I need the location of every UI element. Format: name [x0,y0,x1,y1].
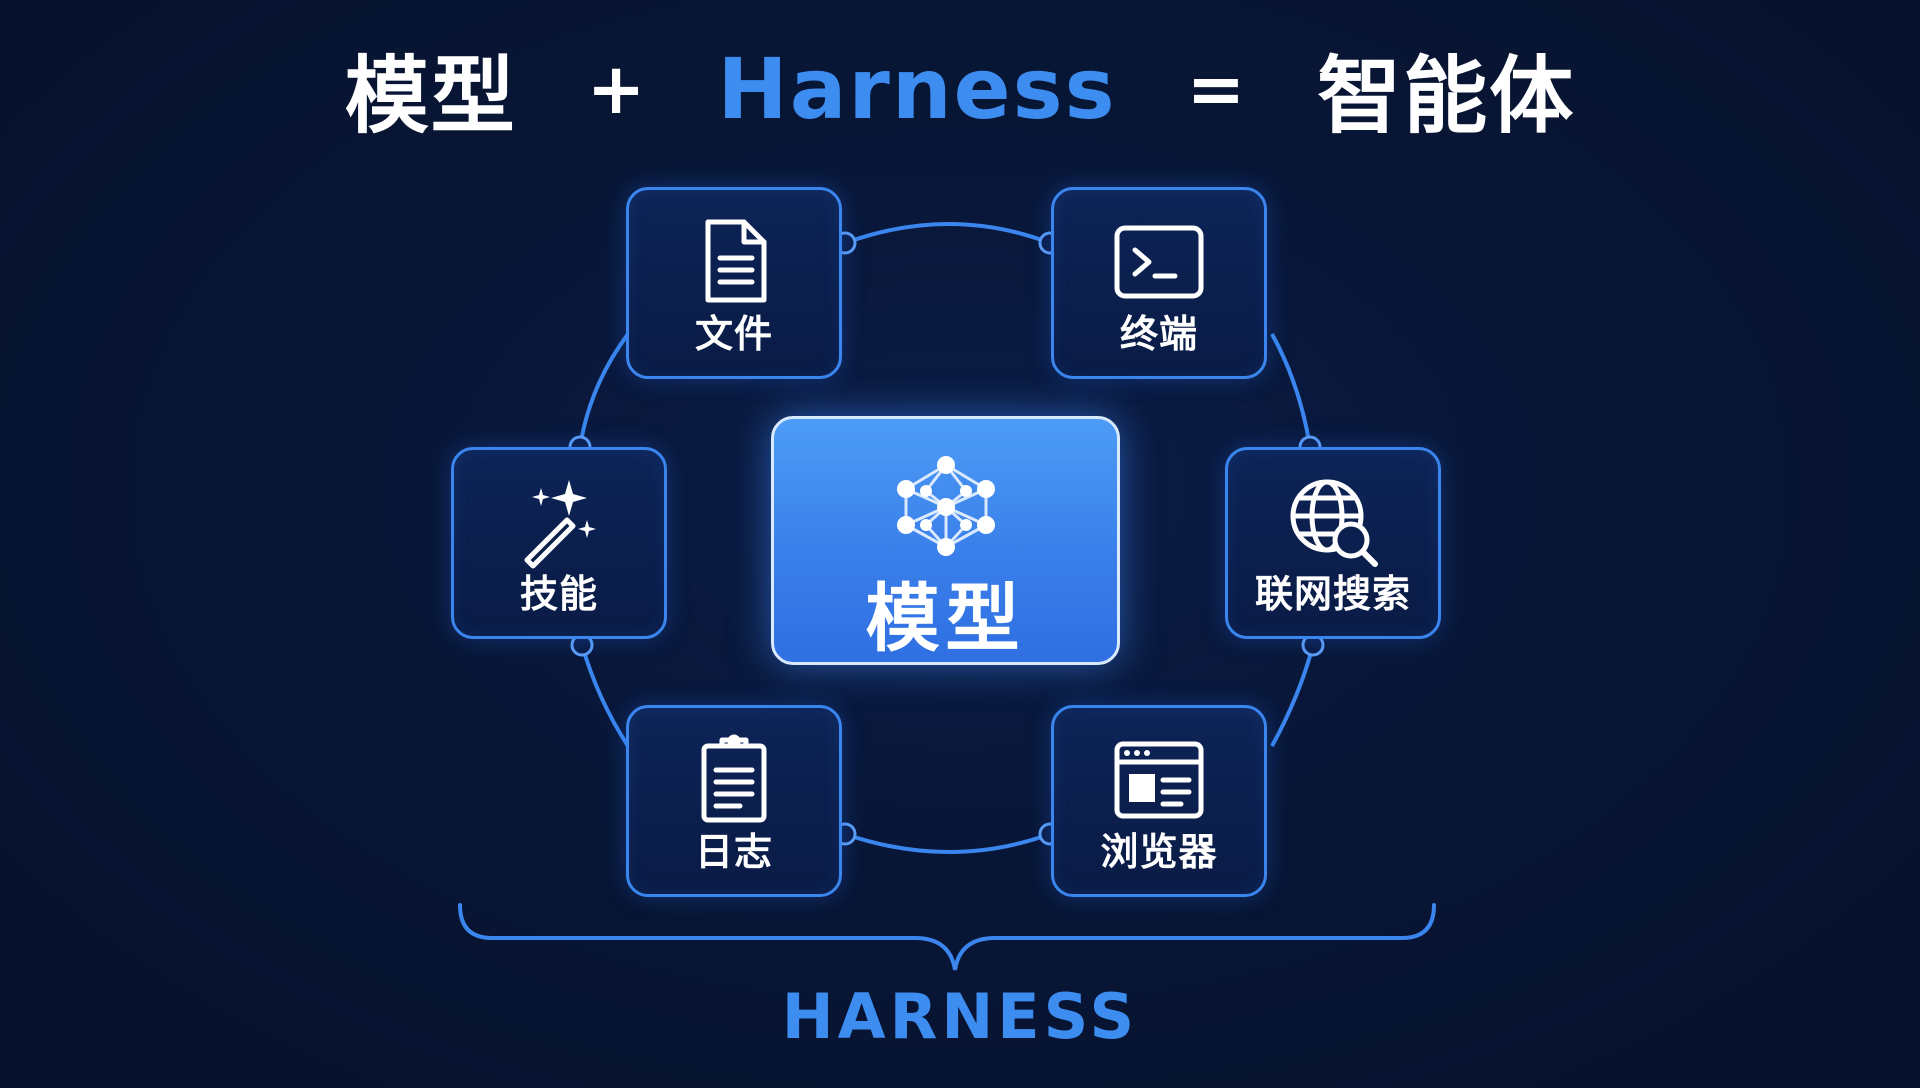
magic-wand-icon [524,480,596,569]
node-label: 日志 [694,830,773,874]
clipboard-log-icon [701,734,767,823]
connector-bottom [844,832,1051,854]
node-label: 技能 [519,572,598,616]
equation-term-model: 模型 [344,46,517,145]
neural-network-icon [896,456,995,556]
equation-result-agent: 智能体 [1317,46,1576,145]
node-label: 浏览器 [1100,830,1218,874]
globe-search-icon [1290,479,1378,567]
node-web-search: 联网搜索 [1225,447,1441,639]
equation-title: 模型 + Harness = 智能体 [0,34,1920,145]
connector-right-upper [1270,333,1312,448]
connector-left-lower [580,644,630,748]
document-icon [705,219,767,303]
equation-plus: + [586,48,648,130]
node-label: 终端 [1119,312,1198,356]
browser-window-icon [1114,741,1204,819]
connector-top [844,222,1051,245]
node-file: 文件 [626,187,842,379]
center-model-box: 模型 [771,416,1120,665]
node-skills: 技能 [451,447,667,639]
center-label: 模型 [865,576,1026,662]
node-label: 联网搜索 [1254,572,1411,616]
node-terminal: 终端 [1051,187,1267,379]
harness-label: HARNESS [781,980,1139,1053]
node-label: 文件 [694,312,773,356]
node-browser: 浏览器 [1051,705,1267,897]
equation-term-harness: Harness [717,40,1117,138]
node-log: 日志 [626,705,842,897]
terminal-icon [1114,225,1204,299]
equation-equals: = [1186,48,1248,130]
harness-brace [458,903,1436,971]
connector-left-upper [578,332,630,448]
connector-right-lower [1270,644,1315,747]
